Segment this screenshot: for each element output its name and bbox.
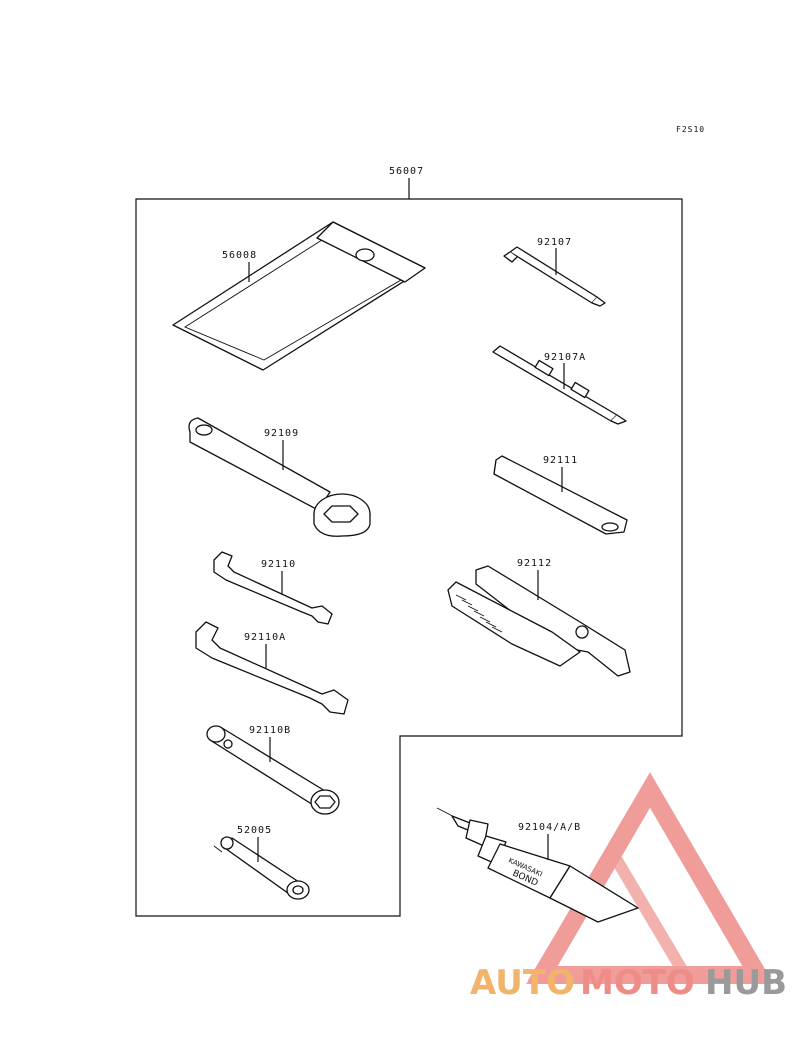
kit-outline xyxy=(135,198,683,917)
part-label-screwdriver: 92107 xyxy=(537,237,572,248)
assembly-label: 56007 xyxy=(389,166,424,177)
part-label-screwdriver-a: 92107A xyxy=(544,352,586,363)
part-label-wrench: 92110 xyxy=(261,559,296,570)
watermark-part1: AUTO xyxy=(470,963,575,1003)
part-label-case: 56008 xyxy=(222,250,257,261)
flat-bar-drawing xyxy=(493,455,628,535)
part-label-socket: 52005 xyxy=(237,825,272,836)
part-label-pliers: 92112 xyxy=(517,558,552,569)
watermark-part2: MOTO xyxy=(580,963,695,1003)
ring-wrench-drawing xyxy=(188,417,371,537)
watermark-part3: HUB xyxy=(705,963,787,1003)
part-label-bar: 92111 xyxy=(543,455,578,466)
watermark-text: AUTO MOTO HUB xyxy=(470,963,787,1003)
part-label-wrench-a: 92110A xyxy=(244,632,286,643)
part-label-box-wrench: 92110B xyxy=(249,725,291,736)
screwdriver-a-drawing xyxy=(492,345,627,425)
bond-tube-drawing: KAWASAKI BOND xyxy=(436,807,639,923)
figure-code: F2S10 xyxy=(676,125,705,134)
box-wrench-drawing xyxy=(206,725,340,815)
part-label-bond: 92104/A/B xyxy=(518,822,581,833)
part-label-ring-wrench: 92109 xyxy=(264,428,299,439)
pliers-drawing xyxy=(447,565,631,677)
open-wrench-drawing xyxy=(213,551,333,625)
screwdriver-drawing xyxy=(503,246,606,307)
socket-drawing xyxy=(213,836,310,900)
open-wrench-a-drawing xyxy=(195,621,349,715)
tool-case-drawing xyxy=(172,221,426,371)
